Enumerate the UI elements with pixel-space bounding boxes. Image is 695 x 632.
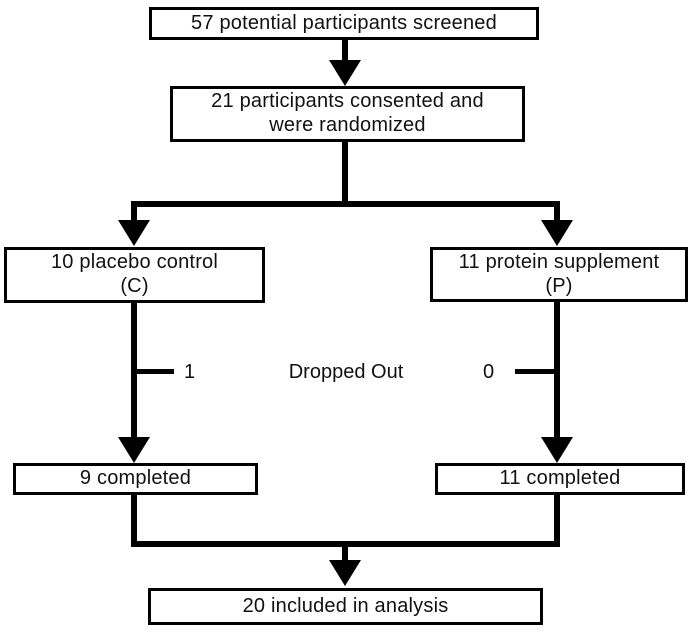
connector-randomized-to-branch-line bbox=[342, 142, 348, 204]
node-placebo-label-line1: 10 placebo control bbox=[50, 251, 219, 274]
dropout-label: Dropped Out bbox=[288, 361, 404, 383]
connector-protein-completed-to-merge-line bbox=[554, 495, 560, 547]
node-placebo-label-line2: (C) bbox=[120, 275, 149, 297]
connector-protein-to-completed-line bbox=[554, 302, 560, 440]
arrow-down-icon bbox=[118, 220, 150, 246]
node-included-in-analysis: 20 included in analysis bbox=[148, 588, 543, 625]
dropout-count-placebo: 1 bbox=[184, 361, 196, 383]
arrow-down-icon bbox=[541, 437, 573, 463]
dropout-count-protein: 0 bbox=[483, 361, 495, 383]
connector-merge-to-analysis-line bbox=[342, 547, 348, 562]
node-screened: 57 potential participants screened bbox=[149, 7, 539, 40]
node-screened-label: 57 potential participants screened bbox=[191, 11, 497, 34]
connector-screened-to-randomized-line bbox=[342, 40, 348, 62]
node-protein-completed: 11 completed bbox=[435, 463, 685, 495]
arrow-down-icon bbox=[329, 560, 361, 586]
node-protein-label-line2: (P) bbox=[545, 274, 573, 297]
node-randomized-label-line1: 21 participants consented and bbox=[211, 90, 484, 113]
arrow-down-icon bbox=[541, 220, 573, 246]
dropout-tick-placebo bbox=[134, 369, 174, 374]
node-placebo-completed: 9 completed bbox=[13, 463, 258, 495]
branch-right-drop-line bbox=[554, 201, 560, 223]
node-placebo-control: 10 placebo control (C) bbox=[4, 247, 265, 303]
node-randomized-label-line2: were randomized bbox=[269, 114, 426, 136]
arrow-down-icon bbox=[118, 437, 150, 463]
dropout-tick-protein bbox=[515, 369, 557, 374]
branch-left-drop-line bbox=[131, 201, 137, 223]
connector-placebo-completed-to-merge-line bbox=[131, 495, 137, 547]
node-randomized: 21 participants consented and were rando… bbox=[170, 86, 525, 142]
branch-horizontal-line bbox=[131, 201, 560, 207]
node-analysis-label: 20 included in analysis bbox=[242, 594, 449, 617]
node-protein-supplement: 11 protein supplement (P) bbox=[430, 247, 688, 302]
node-protein-label-line1: 11 protein supplement bbox=[458, 250, 660, 273]
node-protein-completed-label: 11 completed bbox=[499, 467, 621, 490]
merge-horizontal-line bbox=[131, 541, 560, 547]
arrow-down-icon bbox=[329, 60, 361, 86]
node-placebo-completed-label: 9 completed bbox=[79, 467, 192, 490]
